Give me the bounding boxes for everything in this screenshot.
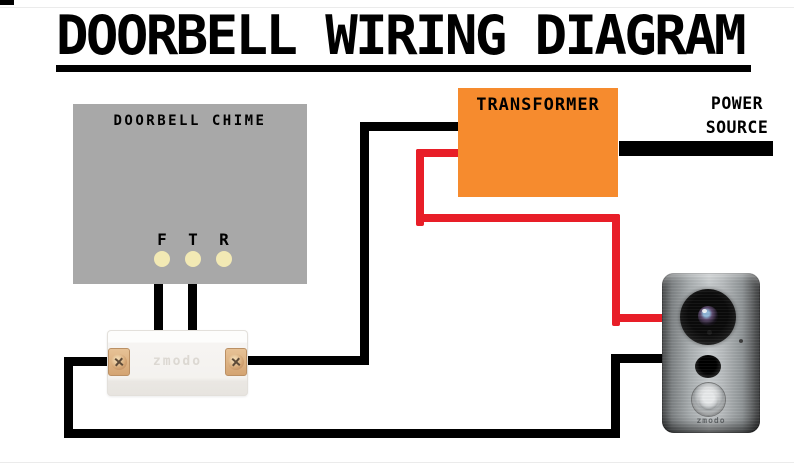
wire-black-t-terminal bbox=[188, 256, 197, 334]
transformer-label: TRANSFORMER bbox=[476, 95, 600, 115]
wire-red-into-doorbell bbox=[612, 314, 667, 322]
connector-brand-text: zmodo bbox=[152, 354, 203, 369]
terminal-r bbox=[216, 251, 232, 267]
doorbell-device: zmodo bbox=[662, 273, 760, 433]
wire-black-connector-left-out bbox=[64, 357, 122, 366]
terminal-label-t: T bbox=[188, 230, 198, 249]
grid-line-bottom bbox=[0, 462, 794, 463]
terminal-f bbox=[154, 251, 170, 267]
lens-glint bbox=[702, 309, 707, 313]
corner-artifact bbox=[0, 0, 14, 5]
transformer-box: TRANSFORMER bbox=[458, 88, 618, 197]
grid-line-top bbox=[0, 7, 794, 8]
camera-indicator-dot bbox=[707, 330, 712, 335]
terminal-label-f: F bbox=[157, 230, 167, 249]
microphone-hole-icon bbox=[739, 339, 743, 343]
wire-red-drop bbox=[416, 149, 424, 226]
doorbell-brand-text: zmodo bbox=[696, 416, 726, 425]
power-source-feed bbox=[619, 141, 773, 156]
title-underline bbox=[56, 65, 751, 72]
connector-right-screw bbox=[225, 348, 247, 376]
doorbell-chime-label: DOORBELL CHIME bbox=[113, 113, 267, 129]
wire-red-middle-run bbox=[416, 214, 620, 222]
doorbell-button-inner bbox=[698, 389, 719, 410]
motion-sensor-icon bbox=[695, 355, 721, 378]
wire-black-left-drop bbox=[64, 357, 73, 438]
camera-lens-icon bbox=[698, 306, 718, 326]
wire-black-riser-to-transformer bbox=[360, 122, 369, 365]
terminal-label-r: R bbox=[219, 230, 229, 249]
doorbell-chime-box: DOORBELL CHIME F T R bbox=[73, 104, 307, 284]
wire-connector-box: zmodo bbox=[107, 330, 248, 396]
wire-black-into-transformer bbox=[360, 122, 460, 131]
doorbell-button bbox=[692, 383, 725, 416]
screw-icon bbox=[111, 354, 127, 370]
diagram-title: DOORBELL WIRING DIAGRAM bbox=[56, 4, 747, 67]
wire-red-riser-to-doorbell bbox=[612, 214, 620, 326]
screw-icon bbox=[228, 354, 244, 370]
wire-red-into-transformer bbox=[416, 149, 460, 157]
wire-black-f-terminal bbox=[154, 256, 163, 334]
power-source-label: POWER SOURCE bbox=[693, 92, 781, 140]
wire-black-riser-to-doorbell bbox=[611, 354, 620, 438]
wire-black-bottom-run bbox=[64, 429, 620, 438]
connector-left-screw bbox=[108, 348, 130, 376]
power-source-line1: POWER bbox=[710, 94, 764, 113]
terminal-t bbox=[185, 251, 201, 267]
camera-icon bbox=[680, 289, 736, 345]
power-source-line2: SOURCE bbox=[705, 118, 769, 137]
wire-black-into-doorbell bbox=[611, 354, 667, 363]
wire-black-connector-right-out bbox=[232, 356, 369, 365]
